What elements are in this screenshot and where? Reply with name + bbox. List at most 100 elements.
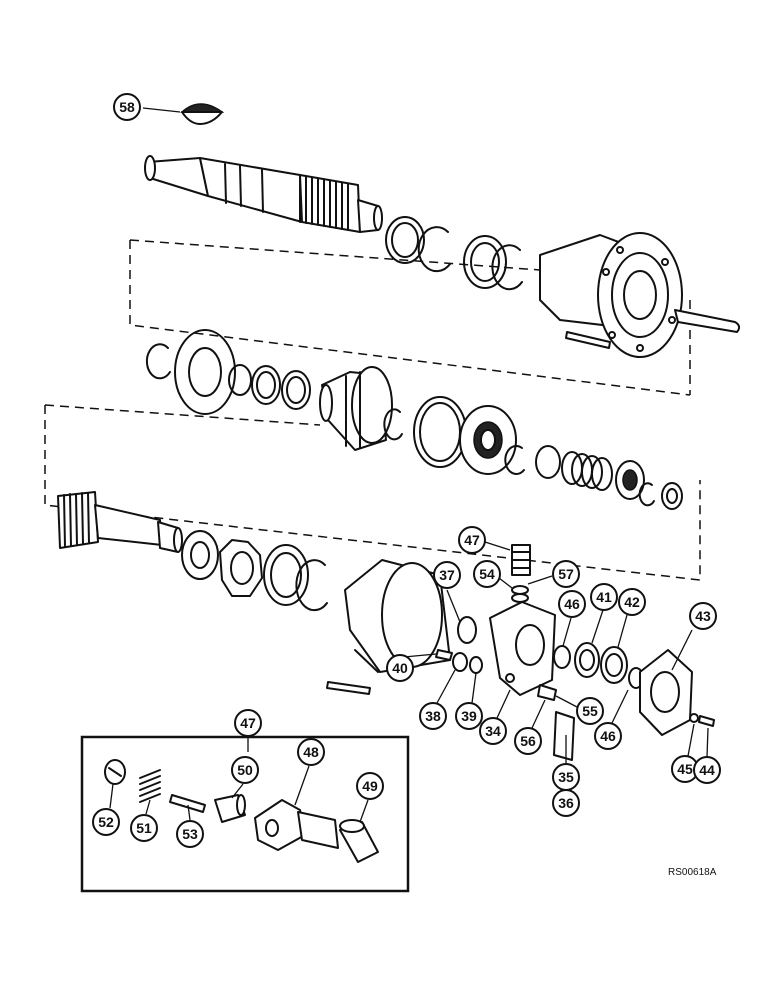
svg-text:56: 56 [520,733,536,749]
valve-cover-part [489,601,556,696]
piston-ring-part [413,396,467,468]
callout-44: 44 [693,756,721,784]
valve-detail-box [80,735,410,893]
cap-screw-part [698,715,715,727]
callout-52: 52 [92,808,120,836]
callout-40: 40 [386,654,414,682]
lower-dashed-envelope [44,404,701,581]
valve-body-detail-part [254,799,339,851]
callout-42: 42 [618,588,646,616]
svg-text:49: 49 [362,778,378,794]
callout-37: 37 [433,561,461,589]
svg-text:52: 52 [98,814,114,830]
svg-text:53: 53 [182,826,198,842]
piston-part [459,405,517,475]
main-shaft-part [144,155,383,233]
snap-ring-mid-3 [504,445,525,475]
washer-small-part [689,713,699,723]
svg-text:51: 51 [136,820,152,836]
snap-ring-mid-2 [383,408,403,441]
thrust-plate-part [174,329,236,415]
housing-part [539,232,741,358]
callout-56: 56 [514,727,542,755]
gear-part-3 [469,656,483,674]
callout-34: 34 [479,717,507,745]
callout-38: 38 [419,702,447,730]
gear-part [457,616,477,644]
seal-ring-part-2 [281,370,311,410]
seal-right-2 [600,646,628,684]
svg-text:38: 38 [425,708,441,724]
callout-36: 36 [552,789,580,817]
lock-washer-part [219,539,263,597]
retaining-ring-part [385,216,425,264]
spring-detail-part [139,769,161,803]
spool-detail-part [214,794,246,823]
washer-mid [535,445,561,479]
cover-bolt-part [553,711,575,761]
o-ring-part-2 [511,593,529,603]
spline-disc-part [181,530,219,580]
plug-part [537,684,557,701]
sleeve-detail-part [339,819,379,863]
svg-text:46: 46 [600,728,616,744]
seal-right [574,642,600,678]
svg-text:36: 36 [558,795,574,811]
callout-46-upper: 46 [558,590,586,618]
svg-text:39: 39 [461,708,477,724]
o-ring-right [553,645,571,669]
seal-part [263,544,309,606]
svg-text:57: 57 [558,566,574,582]
gear-part-2 [452,652,468,672]
svg-text:44: 44 [699,762,715,778]
svg-text:50: 50 [237,762,253,778]
washer-part [228,364,252,396]
plug-detail-part [104,759,126,785]
snap-ring-part-2 [491,244,523,291]
svg-text:40: 40 [392,660,408,676]
bearing-race-part [463,235,507,289]
valve-cartridge-part [511,544,531,576]
svg-text:48: 48 [303,744,319,760]
clutch-drum-part [319,366,393,451]
svg-text:45: 45 [677,761,693,777]
callout-47-box: 47 [234,709,262,737]
callout-39: 39 [455,702,483,730]
pin-detail-part [169,794,206,813]
callout-51: 51 [130,814,158,842]
svg-text:46: 46 [564,596,580,612]
bushing-part [661,482,683,510]
svg-text:37: 37 [439,567,455,583]
callout-47-top: 47 [458,526,486,554]
reference-code: RS00618A [668,867,717,878]
cover-plate-part [639,649,693,736]
snap-ring-lower [295,559,328,612]
svg-text:47: 47 [464,532,480,548]
callout-58: 58 [113,93,141,121]
dowel-pin-part [435,649,453,661]
snap-ring-mid [145,343,171,380]
svg-text:55: 55 [582,703,598,719]
svg-text:43: 43 [695,608,711,624]
callout-35: 35 [552,763,580,791]
svg-text:35: 35 [558,769,574,785]
seal-ring-part [251,365,281,405]
callout-53: 53 [176,820,204,848]
svg-text:34: 34 [485,723,501,739]
pump-body-part [344,559,451,673]
callout-50: 50 [231,756,259,784]
callout-55: 55 [576,697,604,725]
svg-text:54: 54 [479,566,495,582]
callout-49: 49 [356,772,384,800]
callout-48: 48 [297,738,325,766]
spring-part [561,451,613,491]
pump-bolt-part [326,681,371,695]
callout-57: 57 [552,560,580,588]
svg-text:58: 58 [119,99,135,115]
snap-ring-part [417,226,451,273]
snap-ring-mid-4 [638,482,655,507]
callout-43: 43 [689,602,717,630]
callout-41: 41 [590,583,618,611]
housing-bolt-part [565,331,611,349]
